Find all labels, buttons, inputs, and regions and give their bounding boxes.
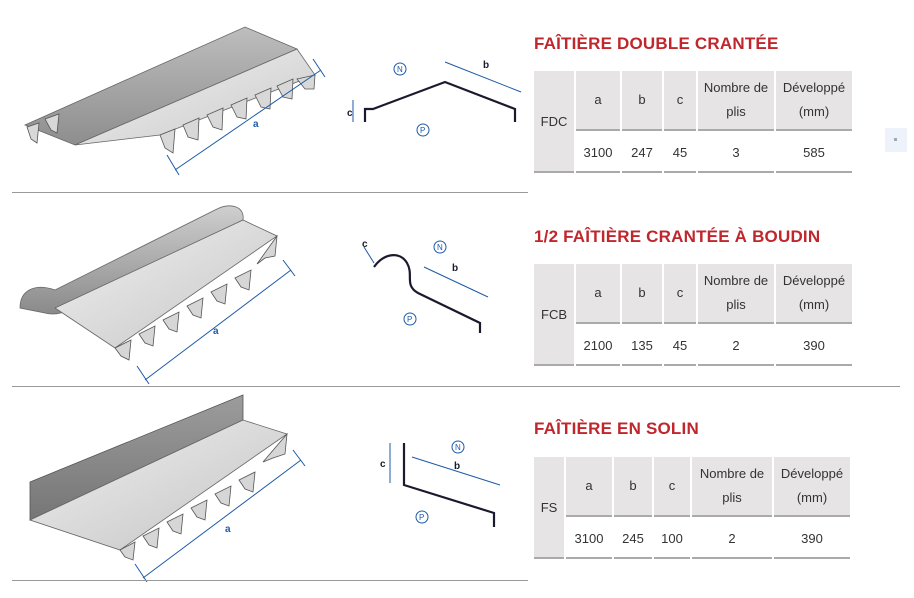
fdc-dimension-b-label: b	[483, 60, 489, 71]
fdc-value-b: 247	[622, 133, 662, 173]
fcb-spec-table: FCB a b c Nombre de plis Développé (mm) …	[532, 262, 854, 368]
fcb-iso-illustration: a	[19, 205, 296, 385]
product-row-fcb: a N P b c 1/2 FAÎTIÈRE CRANTÉE À BOUDIN …	[0, 193, 914, 386]
product-row-fdc: a N P b c FAÎTIÈRE DOUBLE CRANTÉE FDC a …	[0, 0, 914, 192]
fs-dimension-b-label: b	[454, 461, 460, 472]
fdc-iso-illustration: a	[23, 26, 326, 176]
fcb-p-label: P	[407, 315, 412, 324]
fcb-profile-diagram: N P b c	[362, 239, 489, 333]
fcb-title: 1/2 FAÎTIÈRE CRANTÉE À BOUDIN	[534, 227, 821, 246]
fcb-value-a: 2100	[576, 326, 620, 366]
fdc-p-label: P	[420, 126, 425, 135]
fs-spec-table: FS a b c Nombre de plis Développé (mm) 3…	[532, 455, 852, 561]
fcb-header-b: b	[622, 264, 662, 324]
fdc-code-cell: FDC	[534, 71, 574, 173]
fcb-value-developpe: 390	[776, 326, 852, 366]
fdc-header-c: c	[664, 71, 696, 131]
fs-n-label: N	[455, 443, 461, 452]
fdc-dimension-a-label: a	[253, 119, 259, 130]
dot-icon	[894, 138, 897, 141]
fdc-header-developpe: Développé (mm)	[776, 71, 852, 131]
fdc-profile-diagram: N P b c	[347, 60, 522, 137]
floating-widget[interactable]	[885, 128, 907, 152]
fs-code-cell: FS	[534, 457, 564, 559]
fdc-dimension-c-label: c	[347, 108, 353, 119]
fs-value-a: 3100	[566, 519, 612, 559]
fcb-dimension-c-label: c	[362, 239, 368, 250]
fs-dimension-c-label: c	[380, 459, 386, 470]
fdc-title: FAÎTIÈRE DOUBLE CRANTÉE	[534, 34, 779, 53]
fcb-n-label: N	[437, 243, 443, 252]
fs-value-b: 245	[614, 519, 652, 559]
fs-header-a: a	[566, 457, 612, 517]
fs-value-c: 100	[654, 519, 690, 559]
fs-value-developpe: 390	[774, 519, 850, 559]
fs-header-developpe: Développé (mm)	[774, 457, 850, 517]
fs-dimension-a-label: a	[225, 524, 231, 535]
fdc-n-label: N	[397, 65, 403, 74]
fdc-value-c: 45	[664, 133, 696, 173]
fs-header-c: c	[654, 457, 690, 517]
fs-iso-illustration: a	[28, 394, 306, 583]
fcb-header-plis: Nombre de plis	[698, 264, 774, 324]
fdc-value-plis: 3	[698, 133, 774, 173]
fdc-header-plis: Nombre de plis	[698, 71, 774, 131]
fcb-header-c: c	[664, 264, 696, 324]
fcb-header-developpe: Développé (mm)	[776, 264, 852, 324]
fs-title: FAÎTIÈRE EN SOLIN	[534, 419, 699, 438]
row-divider	[12, 386, 900, 387]
fcb-dimension-a-label: a	[213, 326, 219, 337]
fdc-value-a: 3100	[576, 133, 620, 173]
fcb-value-b: 135	[622, 326, 662, 366]
row-divider	[12, 192, 528, 193]
fs-header-b: b	[614, 457, 652, 517]
product-row-fs: a N P b c FAÎTIÈRE EN SOLIN FS a b c Nom…	[0, 387, 914, 585]
fdc-header-b: b	[622, 71, 662, 131]
fs-p-label: P	[419, 513, 424, 522]
row-divider	[12, 580, 528, 581]
fcb-code-cell: FCB	[534, 264, 574, 366]
fs-value-plis: 2	[692, 519, 772, 559]
fcb-value-plis: 2	[698, 326, 774, 366]
fdc-value-developpe: 585	[776, 133, 852, 173]
fs-header-plis: Nombre de plis	[692, 457, 772, 517]
fcb-dimension-b-label: b	[452, 263, 458, 274]
fcb-value-c: 45	[664, 326, 696, 366]
fcb-header-a: a	[576, 264, 620, 324]
fs-profile-diagram: N P b c	[380, 440, 501, 527]
fdc-spec-table: FDC a b c Nombre de plis Développé (mm) …	[532, 69, 854, 175]
fdc-header-a: a	[576, 71, 620, 131]
